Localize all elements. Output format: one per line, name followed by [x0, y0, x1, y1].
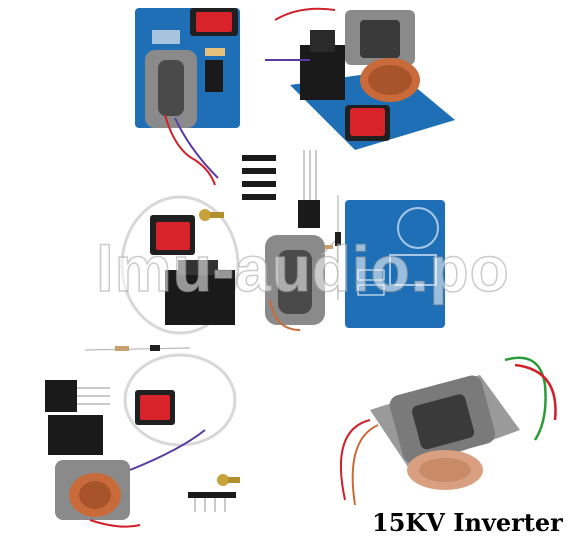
product-caption: 15KV Inverter [372, 508, 563, 537]
top-left-assembled-board [135, 8, 240, 186]
middle-kit-components [120, 150, 445, 335]
top-right-assembled-inverter [265, 7, 455, 150]
bottom-left-kit-parts [45, 345, 240, 528]
bottom-right-transformer [339, 356, 557, 506]
watermark: lmu-audio.po [95, 232, 510, 306]
